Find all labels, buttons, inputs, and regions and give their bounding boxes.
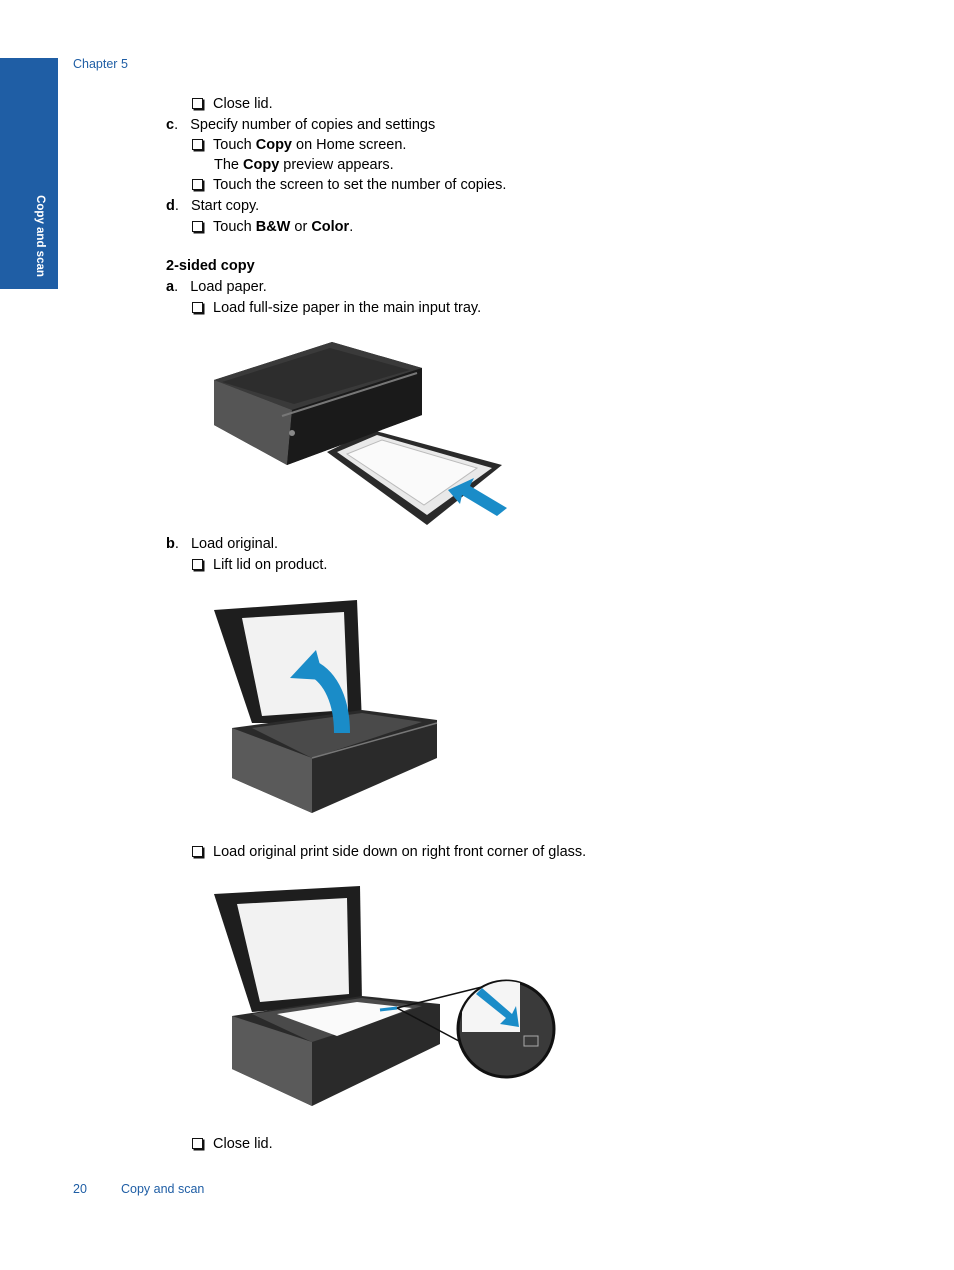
figure-lift-lid	[214, 600, 438, 813]
step-close-lid-2: Close lid.	[192, 1136, 273, 1152]
step-c: c. Specify number of copies and settings	[166, 117, 436, 133]
figure-load-original-glass	[214, 886, 556, 1106]
chapter-header: Chapter 5	[73, 57, 128, 71]
checkbox-icon	[192, 179, 203, 190]
step-b: b. Load original.	[166, 536, 279, 552]
side-tab-label: Copy and scan	[34, 195, 46, 277]
copy-preview-note: The Copy preview appears.	[214, 157, 394, 173]
checkbox-icon	[192, 559, 203, 570]
checkbox-icon	[192, 1138, 203, 1149]
step-a: a. Load paper.	[166, 279, 267, 295]
checkbox-icon	[192, 221, 203, 232]
checkbox-icon	[192, 139, 203, 150]
step-touch-copy: Touch Copy on Home screen.	[192, 137, 406, 153]
step-close-lid-1: Close lid.	[192, 96, 273, 112]
checkbox-icon	[192, 846, 203, 857]
step-letter: c	[166, 117, 175, 133]
step-lift-lid: Lift lid on product.	[192, 557, 327, 573]
step-load-original: Load original print side down on right f…	[192, 844, 586, 860]
checkbox-icon	[192, 98, 203, 109]
step-d: d. Start copy.	[166, 198, 260, 214]
checkbox-icon	[192, 302, 203, 313]
section-title: 2-sided copy	[166, 258, 255, 274]
figure-load-paper-tray	[214, 342, 507, 525]
footer-section: Copy and scan	[121, 1182, 205, 1196]
side-tab	[0, 58, 58, 289]
step-touch-bw-color: Touch B&W or Color.	[192, 219, 353, 235]
page-number: 20	[73, 1182, 87, 1196]
step-load-paper: Load full-size paper in the main input t…	[192, 300, 481, 316]
step-set-copies: Touch the screen to set the number of co…	[192, 177, 506, 193]
